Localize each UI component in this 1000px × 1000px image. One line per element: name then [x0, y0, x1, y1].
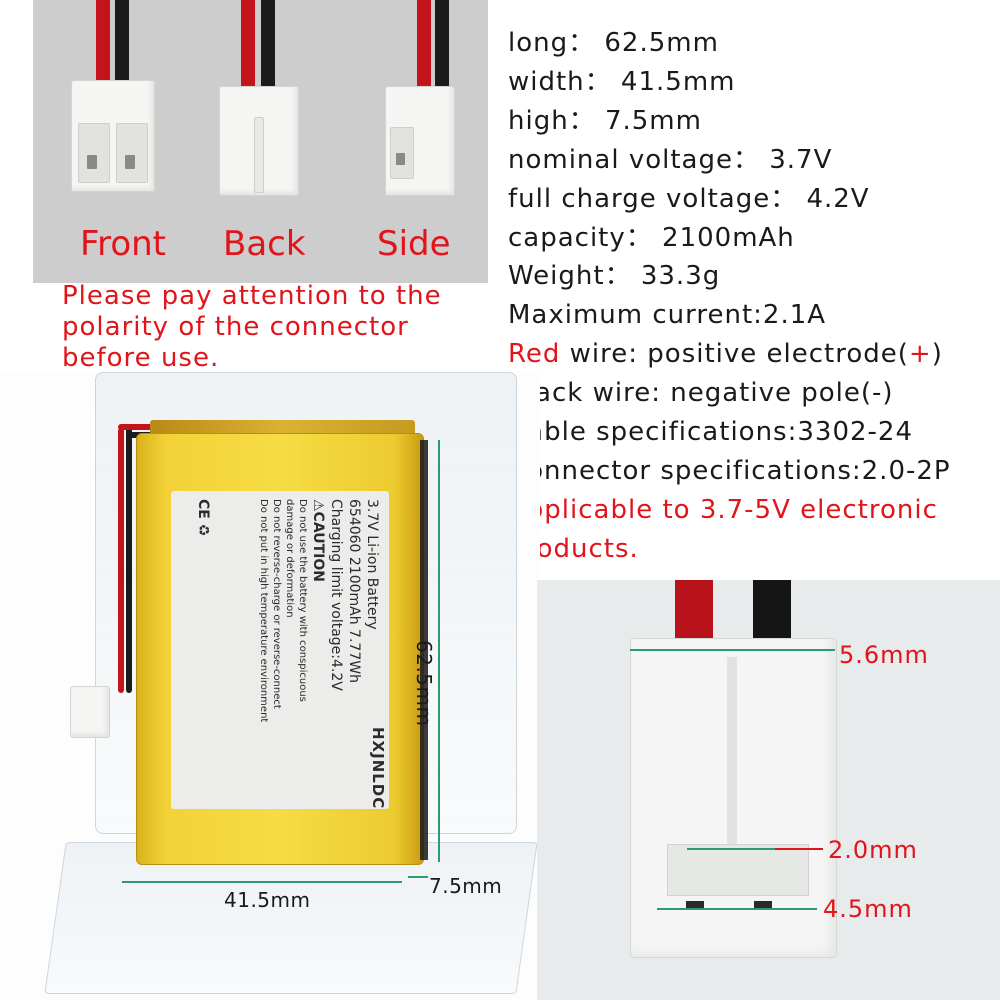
label-caution: ⚠CAUTION — [310, 499, 326, 582]
specifications-list: long： 62.5mm width： 41.5mm high： 7.5mm n… — [508, 24, 993, 569]
connector-base-dimension: 4.5mm — [823, 895, 913, 923]
warning-line: Please pay attention to the — [62, 281, 442, 311]
width-dimension-line — [630, 649, 835, 651]
red-word: Red — [508, 339, 561, 370]
thickness-dimension-line — [408, 876, 428, 878]
certification-marks: CE ♻ — [195, 499, 211, 537]
battery-edge — [420, 440, 428, 860]
warning-line: before use. — [62, 343, 220, 373]
label-small: Do not use the battery with conspicuous — [297, 499, 308, 702]
label-line: 654060 2100mAh 7.77Wh — [346, 499, 362, 683]
battery-label: HXJNLDC 3.7V Li-ion Battery 654060 2100m… — [171, 491, 389, 809]
connector-back — [219, 86, 299, 196]
label-brand: HXJNLDC — [369, 727, 387, 809]
spec-red-wire: Red wire: positive electrode(+) — [508, 335, 993, 374]
black-wire — [261, 0, 275, 96]
red-wire — [96, 0, 110, 96]
plus-sign: + — [908, 339, 932, 370]
thickness-dimension: 7.5mm — [429, 874, 503, 898]
polarity-warning: Please pay attention to the polarity of … — [62, 281, 492, 374]
spec-width: width： 41.5mm — [508, 66, 736, 97]
spec-full-charge-voltage: full charge voltage： 4.2V — [508, 183, 870, 214]
connector-views-photo: Front Back Side — [33, 0, 488, 283]
spec-capacity: capacity： 2100mAh — [508, 222, 795, 253]
spec-nominal-voltage: nominal voltage： 3.7V — [508, 144, 833, 175]
label-line: 3.7V Li-ion Battery — [364, 499, 380, 630]
connector-width-dimension: 5.6mm — [839, 641, 929, 669]
label-small: Do not put in high temperature environme… — [258, 499, 269, 723]
connector-side — [385, 86, 455, 196]
width-dimension-line — [122, 881, 402, 883]
connector-front — [71, 80, 155, 192]
black-wire — [435, 0, 449, 96]
battery-connector — [70, 686, 110, 738]
label-small: Do not reverse-charge or reverse-connect — [271, 499, 282, 709]
label-side: Side — [377, 224, 451, 264]
label-small: damage or deformation — [284, 499, 295, 618]
connector-dimension-photo — [537, 580, 1000, 1000]
black-wire — [115, 0, 129, 96]
red-wire — [417, 0, 431, 96]
spec-max-current: Maximum current:2.1A — [508, 300, 827, 331]
battery-red-wire — [118, 428, 124, 693]
spec-long: long： 62.5mm — [508, 28, 719, 58]
base-dimension-line — [657, 908, 817, 910]
pitch-dimension-line — [687, 848, 777, 850]
spec-connector: Connector specifications:2.0-2P — [508, 455, 951, 486]
spec-applicable: Applicable to 3.7-5V electronic products… — [508, 494, 938, 564]
pin-pitch-dimension: 2.0mm — [828, 836, 918, 864]
label-front: Front — [80, 224, 166, 264]
connector-housing — [630, 638, 837, 958]
spec-cable: Cable specifications:3302-24 — [508, 417, 913, 448]
spec-black-wire: Black wire: negative pole(-) — [508, 378, 894, 409]
width-dimension: 41.5mm — [224, 888, 311, 912]
length-dimension: 62.5mm — [412, 640, 436, 727]
label-back: Back — [223, 224, 306, 264]
red-close: ) — [931, 339, 943, 370]
red-wire — [241, 0, 255, 96]
label-line: Charging limit voltage:4.2V — [328, 499, 344, 691]
pitch-pointer — [775, 848, 823, 850]
battery-black-wire — [126, 428, 132, 693]
red-wire-desc: wire: positive electrode( — [560, 339, 909, 370]
length-dimension-line — [438, 440, 440, 862]
warning-line: polarity of the connector — [62, 312, 409, 342]
spec-high: high： 7.5mm — [508, 105, 702, 136]
spec-weight: Weight： 33.3g — [508, 261, 721, 292]
battery-red-wire — [118, 424, 158, 430]
